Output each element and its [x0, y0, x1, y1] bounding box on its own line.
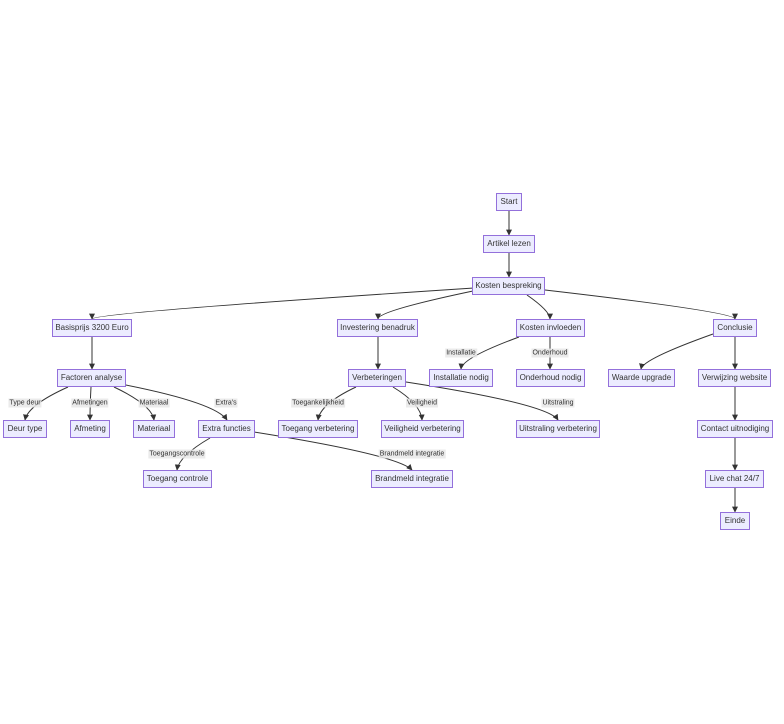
edge-label-factoren-afmeting: Afmetingen [71, 398, 109, 408]
edge-kosten-basis [89, 287, 475, 320]
node-verbeteringen: Verbeteringen [348, 369, 406, 387]
edge-label-invloeden-installatie: Installatie [445, 348, 477, 358]
node-start: Start [496, 193, 522, 211]
node-deurtype: Deur type [3, 420, 47, 438]
node-veiligheidverb: Veiligheid verbetering [381, 420, 464, 438]
node-contact: Contact uitnodiging [697, 420, 773, 438]
edge-conclusie-waarde [639, 333, 714, 370]
node-einde: Einde [720, 512, 750, 530]
edge-kosten-invloeden [526, 294, 553, 320]
edge-label-factoren-extra: Extra's [214, 398, 238, 408]
node-afmeting: Afmeting [70, 420, 110, 438]
node-kosten: Kosten bespreking [472, 277, 545, 295]
edge-kosten-conclusie [544, 289, 738, 320]
node-livechat: Live chat 24/7 [705, 470, 764, 488]
edge-label-extra-brandmeld: Brandmeld integratie [378, 449, 446, 459]
node-conclusie: Conclusie [713, 319, 757, 337]
node-artikel: Artikel lezen [483, 235, 535, 253]
node-onderhoud: Onderhoud nodig [516, 369, 585, 387]
node-waarde: Waarde upgrade [608, 369, 675, 387]
node-materiaal: Materiaal [133, 420, 175, 438]
node-toegangctrl: Toegang controle [143, 470, 212, 488]
node-uitstralingverb: Uitstraling verbetering [516, 420, 600, 438]
edge-label-verbeteringen-veiligheidverb: Veiligheid [406, 398, 438, 408]
node-extra: Extra functies [198, 420, 255, 438]
node-installatie: Installatie nodig [429, 369, 493, 387]
edge-label-factoren-materiaal: Materiaal [138, 398, 170, 408]
node-invloeden: Kosten invloeden [516, 319, 585, 337]
edge-label-invloeden-onderhoud: Onderhoud [531, 348, 569, 358]
edge-label-factoren-deurtype: Type deur [8, 398, 42, 408]
edge-label-verbeteringen-uitstralingverb: Uitstraling [541, 398, 575, 408]
node-toegangverb: Toegang verbetering [278, 420, 358, 438]
node-factoren: Factoren analyse [57, 369, 126, 387]
node-verwijzing: Verwijzing website [698, 369, 771, 387]
node-brandmeld: Brandmeld integratie [371, 470, 453, 488]
edge-kosten-investering [375, 290, 474, 320]
edge-factoren-extra [125, 384, 228, 421]
node-basis: Basisprijs 3200 Euro [52, 319, 132, 337]
edge-label-verbeteringen-toegangverb: Toegankelijkheid [291, 398, 345, 408]
edge-label-extra-toegangctrl: Toegangscontrole [148, 449, 206, 459]
node-investering: Investering benadruk [337, 319, 418, 337]
